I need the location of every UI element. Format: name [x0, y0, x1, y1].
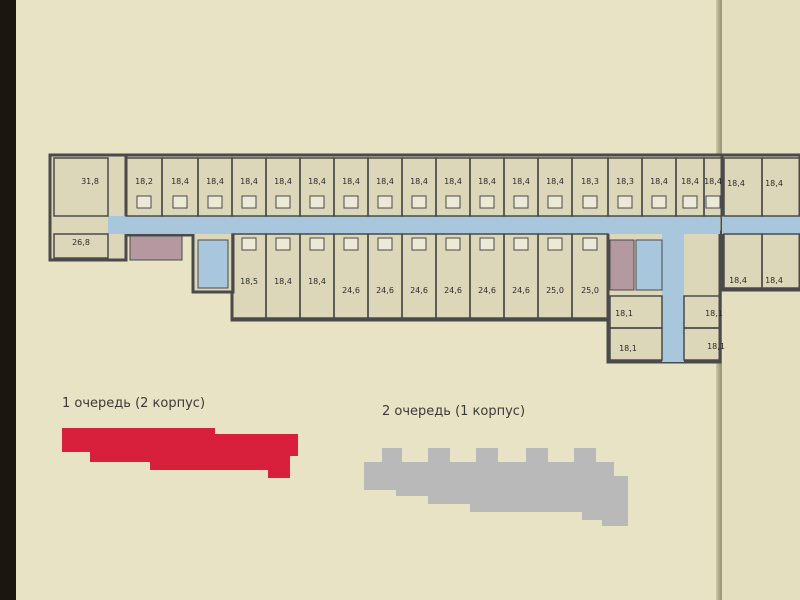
brochure-page-right: [722, 0, 800, 600]
room-area-label: 18,4: [704, 177, 722, 186]
legend-queue2-shape: [364, 448, 628, 526]
room-area-label: 18,4: [376, 177, 394, 186]
bathroom-icon: [479, 195, 495, 209]
legend-queue1-shape: [62, 428, 298, 478]
bathroom-icon: [513, 237, 529, 251]
bathroom-icon: [582, 237, 598, 251]
room-area-label: 18,4: [308, 177, 326, 186]
bathroom-icon: [309, 237, 325, 251]
bathroom-icon: [582, 195, 598, 209]
corridor: [108, 216, 720, 234]
bottom-room-cell: [53, 233, 109, 259]
building-left-block: [48, 153, 128, 262]
room-area-label: 18,1: [705, 309, 723, 318]
corridor-right-page: [722, 216, 800, 234]
room-area-label: 18,1: [619, 344, 637, 353]
room-area-label: 24,6: [342, 286, 360, 295]
bathroom-icon: [275, 195, 291, 209]
right-page-room-cell: [761, 233, 800, 289]
room-area-label: 24,6: [478, 286, 496, 295]
bathroom-icon: [377, 237, 393, 251]
bathroom-icon: [651, 195, 667, 209]
bathroom-icon: [445, 237, 461, 251]
bathroom-icon: [617, 195, 633, 209]
room-area-label: 18,4: [206, 177, 224, 186]
wing-room-cell: [609, 327, 663, 361]
bathroom-icon: [445, 195, 461, 209]
room-area-label: 18,3: [616, 177, 634, 186]
room-area-label: 18,4: [546, 177, 564, 186]
room-area-label: 18,4: [765, 179, 783, 188]
bathroom-icon: [172, 195, 188, 209]
bathroom-icon: [513, 195, 529, 209]
service-room-right: [609, 239, 635, 291]
bathroom-icon: [479, 237, 495, 251]
room-area-label: 26,8: [72, 238, 90, 247]
room-area-label: 18,4: [444, 177, 462, 186]
room-area-label: 25,0: [581, 286, 599, 295]
room-area-label: 18,4: [650, 177, 668, 186]
room-area-label: 18,4: [240, 177, 258, 186]
bathroom-icon: [343, 195, 359, 209]
service-room-left: [129, 235, 183, 261]
room-area-label: 18,4: [681, 177, 699, 186]
room-area-label: 18,2: [135, 177, 153, 186]
bathroom-icon: [682, 195, 698, 209]
wing-room-cell: [683, 327, 721, 361]
bathroom-icon: [136, 195, 152, 209]
stairwell-left: [197, 239, 229, 289]
room-area-label: 18,4: [478, 177, 496, 186]
room-area-label: 18,1: [707, 342, 725, 351]
bathroom-icon: [275, 237, 291, 251]
room-area-label: 25,0: [546, 286, 564, 295]
room-area-label: 18,3: [581, 177, 599, 186]
bathroom-icon: [411, 237, 427, 251]
room-area-label: 24,6: [512, 286, 530, 295]
bathroom-icon: [411, 195, 427, 209]
stairwell-right: [635, 239, 663, 291]
room-area-label: 24,6: [410, 286, 428, 295]
room-area-label: 18,4: [727, 179, 745, 188]
room-area-label: 18,4: [342, 177, 360, 186]
bathroom-icon: [309, 195, 325, 209]
room-area-label: 18,4: [171, 177, 189, 186]
legend-queue1-label: 1 очередь (2 корпус): [62, 396, 206, 411]
room-area-label: 18,1: [615, 309, 633, 318]
room-area-label: 18,4: [765, 276, 783, 285]
bathroom-icon: [343, 237, 359, 251]
bathroom-icon: [705, 195, 721, 209]
right-page-room-cell: [761, 157, 800, 217]
room-area-label: 18,5: [240, 277, 258, 286]
room-area-label: 18,4: [308, 277, 326, 286]
room-area-label: 31,8: [81, 177, 99, 186]
bathroom-icon: [377, 195, 393, 209]
bottom-room-cell: [571, 233, 609, 319]
room-area-label: 18,4: [274, 277, 292, 286]
bathroom-icon: [241, 195, 257, 209]
legend-queue2-label: 2 очередь (1 корпус): [382, 404, 526, 419]
top-room-cell: [703, 157, 723, 217]
room-area-label: 18,4: [274, 177, 292, 186]
bathroom-icon: [207, 195, 223, 209]
room-area-label: 18,4: [729, 276, 747, 285]
room-area-label: 18,4: [410, 177, 428, 186]
room-area-label: 24,6: [376, 286, 394, 295]
top-room-cell: [53, 157, 109, 217]
bathroom-icon: [547, 195, 563, 209]
room-area-label: 18,4: [512, 177, 530, 186]
bathroom-icon: [241, 237, 257, 251]
room-area-label: 24,6: [444, 286, 462, 295]
bathroom-icon: [547, 237, 563, 251]
corridor-wing: [662, 230, 684, 362]
